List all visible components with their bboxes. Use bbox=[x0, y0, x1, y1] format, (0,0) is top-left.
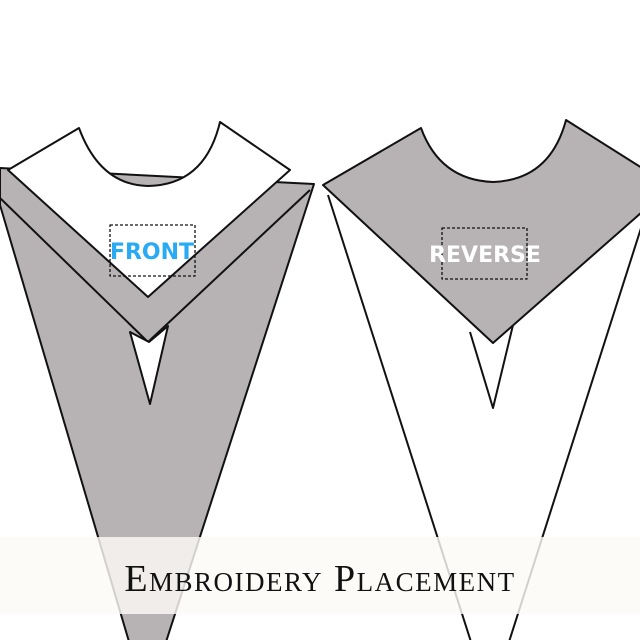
reverse-collar bbox=[322, 119, 640, 344]
title-banner: Embroidery Placement bbox=[0, 537, 640, 614]
banner-title: Embroidery Placement bbox=[124, 557, 516, 600]
front-label: FRONT bbox=[110, 240, 194, 265]
front-collar bbox=[7, 121, 291, 298]
front-inner-gap bbox=[129, 325, 169, 405]
front-hood bbox=[0, 121, 315, 640]
reverse-embroidery-box bbox=[441, 227, 528, 280]
reverse-label: REVERSE bbox=[429, 243, 541, 268]
front-embroidery-box bbox=[109, 224, 196, 277]
